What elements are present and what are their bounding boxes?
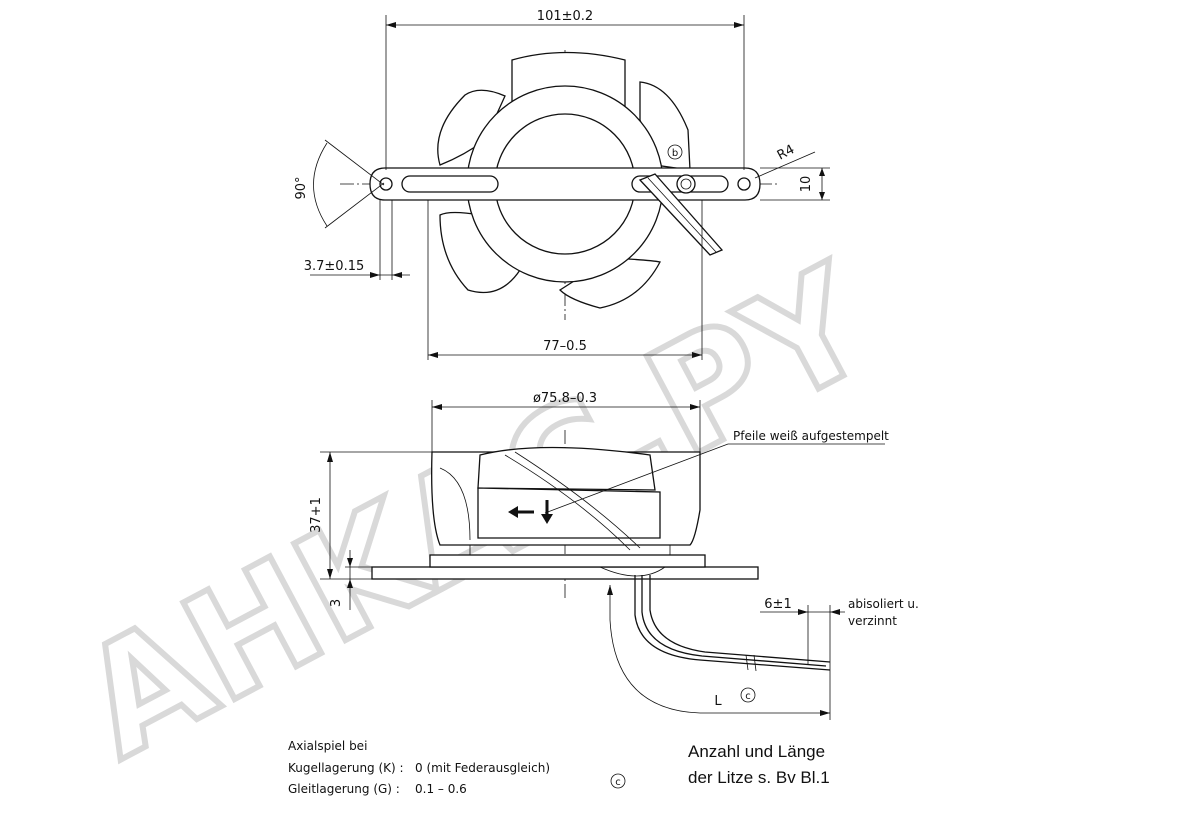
dim-overall-width: 101±0.2 bbox=[385, 9, 745, 170]
lead-wire-2 bbox=[649, 575, 831, 663]
svg-text:6±1: 6±1 bbox=[764, 597, 791, 612]
dim-flange-height: 10 bbox=[760, 167, 830, 201]
svg-text:Pfeile weiß aufgestempelt: Pfeile weiß aufgestempelt bbox=[733, 429, 889, 443]
svg-text:10: 10 bbox=[799, 176, 814, 193]
note-stripped: abisoliert u. verzinnt bbox=[848, 597, 919, 628]
svg-text:c: c bbox=[615, 777, 621, 788]
svg-text:3: 3 bbox=[329, 599, 344, 607]
svg-text:0 (mit Federausgleich): 0 (mit Federausgleich) bbox=[415, 761, 550, 775]
svg-text:verzinnt: verzinnt bbox=[848, 614, 897, 628]
dim-blade-span: 77–0.5 bbox=[427, 200, 703, 360]
dim-base-thickness: 3 bbox=[329, 550, 372, 610]
svg-text:ø75.8–0.3: ø75.8–0.3 bbox=[533, 391, 597, 406]
svg-text:3.7±0.15: 3.7±0.15 bbox=[304, 259, 365, 274]
dim-height: 37+1 bbox=[309, 451, 432, 580]
litze-note: Anzahl und Länge der Litze s. Bv Bl.1 bbox=[688, 742, 830, 787]
axial-play-note: Axialspiel bei Kugellagerung (K) : 0 (mi… bbox=[288, 739, 550, 796]
dim-strip-length: 6±1 bbox=[760, 597, 845, 720]
svg-text:Gleitlagerung (G) :: Gleitlagerung (G) : bbox=[288, 782, 400, 796]
mounting-plate bbox=[371, 566, 759, 580]
dim-angle: 90° bbox=[294, 139, 385, 229]
lead-wire-1 bbox=[634, 575, 831, 671]
svg-text:Anzahl und Länge: Anzahl und Länge bbox=[688, 742, 825, 761]
dim-radius: R4 bbox=[754, 142, 816, 179]
svg-text:der Litze s. Bv Bl.1: der Litze s. Bv Bl.1 bbox=[688, 768, 830, 787]
svg-text:0.1 – 0.6: 0.1 – 0.6 bbox=[415, 782, 467, 796]
dim-lead-length: L c bbox=[607, 585, 830, 716]
svg-text:Axialspiel bei: Axialspiel bei bbox=[288, 739, 367, 753]
svg-text:Kugellagerung (K) :: Kugellagerung (K) : bbox=[288, 761, 404, 775]
svg-text:c: c bbox=[745, 691, 751, 702]
svg-text:abisoliert u.: abisoliert u. bbox=[848, 597, 919, 611]
svg-text:R4: R4 bbox=[775, 142, 797, 163]
mark-c2: c bbox=[610, 773, 626, 789]
svg-text:101±0.2: 101±0.2 bbox=[537, 9, 593, 24]
mark-b: b bbox=[672, 148, 678, 159]
svg-text:37+1: 37+1 bbox=[309, 497, 324, 533]
side-view: ø75.8–0.3 37+1 3 6±1 bbox=[309, 391, 919, 720]
dim-diameter: ø75.8–0.3 bbox=[431, 391, 701, 452]
svg-text:77–0.5: 77–0.5 bbox=[543, 339, 587, 354]
top-view: b 101±0.2 77–0.5 3.7±0.15 bbox=[294, 9, 830, 360]
mounting-flange bbox=[369, 167, 761, 201]
note-arrows: Pfeile weiß aufgestempelt bbox=[544, 429, 889, 514]
dim-hole-offset: 3.7±0.15 bbox=[304, 200, 410, 280]
svg-text:90°: 90° bbox=[294, 176, 309, 199]
svg-text:L: L bbox=[714, 694, 722, 709]
